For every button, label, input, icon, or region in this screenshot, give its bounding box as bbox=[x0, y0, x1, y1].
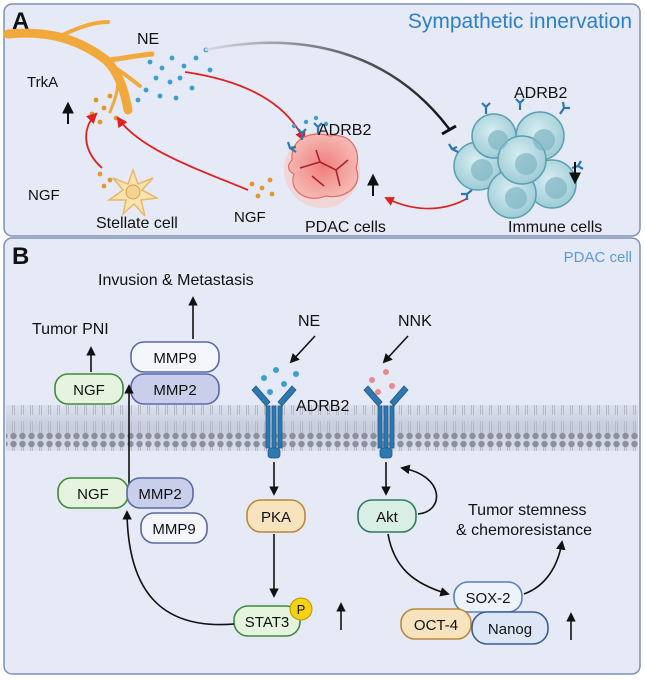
mmp9-pill-top bbox=[130, 341, 220, 373]
ngf-molecules-stellate bbox=[97, 171, 113, 189]
pka-label: PKA bbox=[261, 509, 291, 526]
adrb2-receptors-pdac bbox=[286, 122, 323, 153]
immune-nuclei bbox=[471, 129, 567, 209]
ngf-pill-inner-label: NGF bbox=[77, 486, 109, 503]
ne-molecules-a bbox=[135, 47, 213, 103]
nanog-label: Nanog bbox=[488, 621, 532, 638]
ngf-label-left: NGF bbox=[28, 187, 60, 204]
panel-a-title: Sympathetic innervation bbox=[408, 10, 632, 33]
panel-a-letter: A bbox=[12, 8, 29, 35]
ne-molecules-pdac bbox=[291, 115, 329, 129]
panel-b-letter: B bbox=[12, 243, 29, 270]
oct4-label: OCT-4 bbox=[414, 617, 458, 634]
adrb2-label-b: ADRB2 bbox=[296, 398, 349, 415]
ne-label-b: NE bbox=[298, 313, 320, 330]
ngf-pill-top bbox=[54, 373, 124, 405]
adrb2-receptor-right bbox=[363, 385, 409, 459]
akt-to-sox2-arrow bbox=[387, 533, 450, 597]
mmp9-pill-inner-label: MMP9 bbox=[152, 521, 195, 538]
nerve-fiber bbox=[3, 20, 155, 115]
mmp2-pill-inner bbox=[126, 477, 194, 509]
ne-inhibits-immune-line bbox=[204, 41, 451, 131]
mmp9-pill-inner bbox=[140, 512, 208, 544]
stemness-label-2: & chemoresistance bbox=[456, 522, 592, 539]
ngf-molecules-pdac bbox=[249, 177, 275, 199]
phospho-label: P bbox=[297, 602, 306, 617]
trka-label: TrkA bbox=[27, 74, 58, 91]
stemness-label-1: Tumor stemness bbox=[468, 502, 587, 519]
ngf-label-mid: NGF bbox=[234, 209, 266, 226]
stellate-label: Stellate cell bbox=[96, 215, 178, 232]
nnk-label: NNK bbox=[398, 313, 432, 330]
red-arrow-stellate-to-nerve bbox=[85, 112, 103, 169]
panel-b-subtitle: PDAC cell bbox=[564, 249, 632, 266]
akt-feedback-arrow bbox=[400, 464, 438, 515]
akt-pill bbox=[357, 499, 417, 533]
adrb2-label-pdac: ADRB2 bbox=[318, 122, 371, 139]
red-arrow-immune-to-pdac bbox=[384, 197, 469, 210]
stellate-cell bbox=[106, 167, 160, 217]
ne-label-a: NE bbox=[137, 31, 159, 48]
cell-membrane bbox=[6, 405, 638, 451]
mmp9-pill-top-label: MMP9 bbox=[153, 350, 196, 367]
adrb2-label-immune: ADRB2 bbox=[514, 85, 567, 102]
mmp2-pill-top-label: MMP2 bbox=[153, 382, 196, 399]
oct4-pill bbox=[400, 608, 472, 640]
pdac-label: PDAC cells bbox=[305, 219, 386, 236]
stat3-to-ngf-arrow bbox=[122, 510, 235, 626]
nanog-pill bbox=[471, 611, 549, 645]
adrb2-receptors-immune bbox=[448, 98, 584, 200]
stat3-label: STAT3 bbox=[245, 614, 289, 631]
ne-molecules-b bbox=[261, 367, 299, 395]
immune-label: Immune cells bbox=[508, 219, 602, 236]
sox2-label: SOX-2 bbox=[465, 590, 510, 607]
pka-pill bbox=[246, 499, 306, 533]
phospho-badge bbox=[289, 597, 313, 621]
akt-label: Akt bbox=[376, 509, 399, 526]
pdac-tumor bbox=[284, 132, 360, 208]
nnk-molecules bbox=[369, 369, 395, 395]
sox2-to-stemness-arrow bbox=[523, 540, 566, 595]
adrb2-receptor-left bbox=[251, 385, 297, 459]
invasion-label: Invusion & Metastasis bbox=[98, 272, 254, 289]
ngf-pill-top-label: NGF bbox=[73, 382, 105, 399]
nnk-arrow bbox=[382, 335, 409, 364]
red-arrow-pdac-to-nerve bbox=[116, 116, 249, 191]
stat3-pill bbox=[233, 605, 301, 637]
inhibit-bar bbox=[441, 124, 457, 136]
red-arrow-ne-to-pdac bbox=[184, 71, 306, 142]
pni-label: Tumor PNI bbox=[32, 321, 109, 338]
mmp2-pill-inner-label: MMP2 bbox=[138, 486, 181, 503]
ne-arrow-b bbox=[289, 335, 316, 364]
panel-b-frame bbox=[3, 237, 641, 675]
